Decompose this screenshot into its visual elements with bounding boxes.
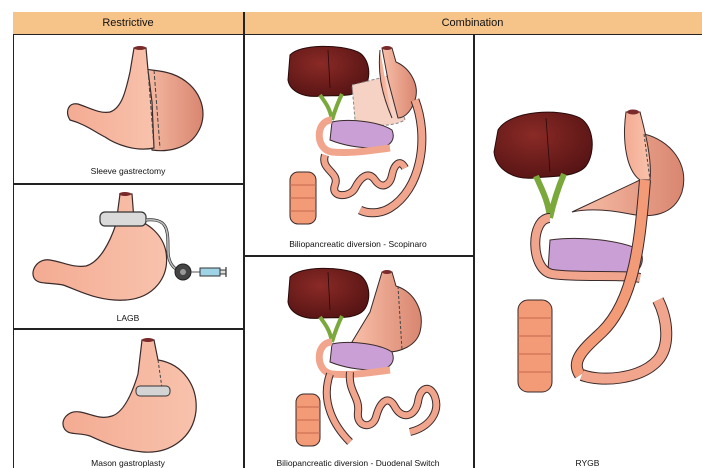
lagb-illustration — [28, 190, 233, 310]
divider-restrictive-1 — [13, 183, 243, 185]
header-restrictive-label: Restrictive — [102, 17, 153, 29]
caption-scopinaro: Biliopancreatic diversion - Scopinaro — [243, 239, 473, 249]
caption-rygb: RYGB — [473, 458, 702, 468]
caption-duodenal-switch: Biliopancreatic diversion - Duodenal Swi… — [243, 458, 473, 468]
divider-vertical-combination — [473, 35, 475, 468]
caption-sleeve: Sleeve gastrectomy — [13, 166, 243, 176]
mason-gastroplasty-illustration — [58, 336, 223, 456]
divider-restrictive-2 — [13, 328, 243, 330]
header-restrictive: Restrictive — [13, 12, 243, 35]
header-combination: Combination — [243, 12, 702, 35]
header-combination-label: Combination — [442, 17, 504, 29]
caption-mason: Mason gastroplasty — [13, 458, 243, 468]
rygb-illustration — [490, 100, 695, 400]
divider-combination-1 — [243, 255, 473, 257]
duodenal-switch-illustration — [280, 262, 470, 454]
caption-lagb: LAGB — [13, 313, 243, 323]
sleeve-gastrectomy-illustration — [60, 42, 220, 157]
scopinaro-illustration — [280, 40, 470, 230]
